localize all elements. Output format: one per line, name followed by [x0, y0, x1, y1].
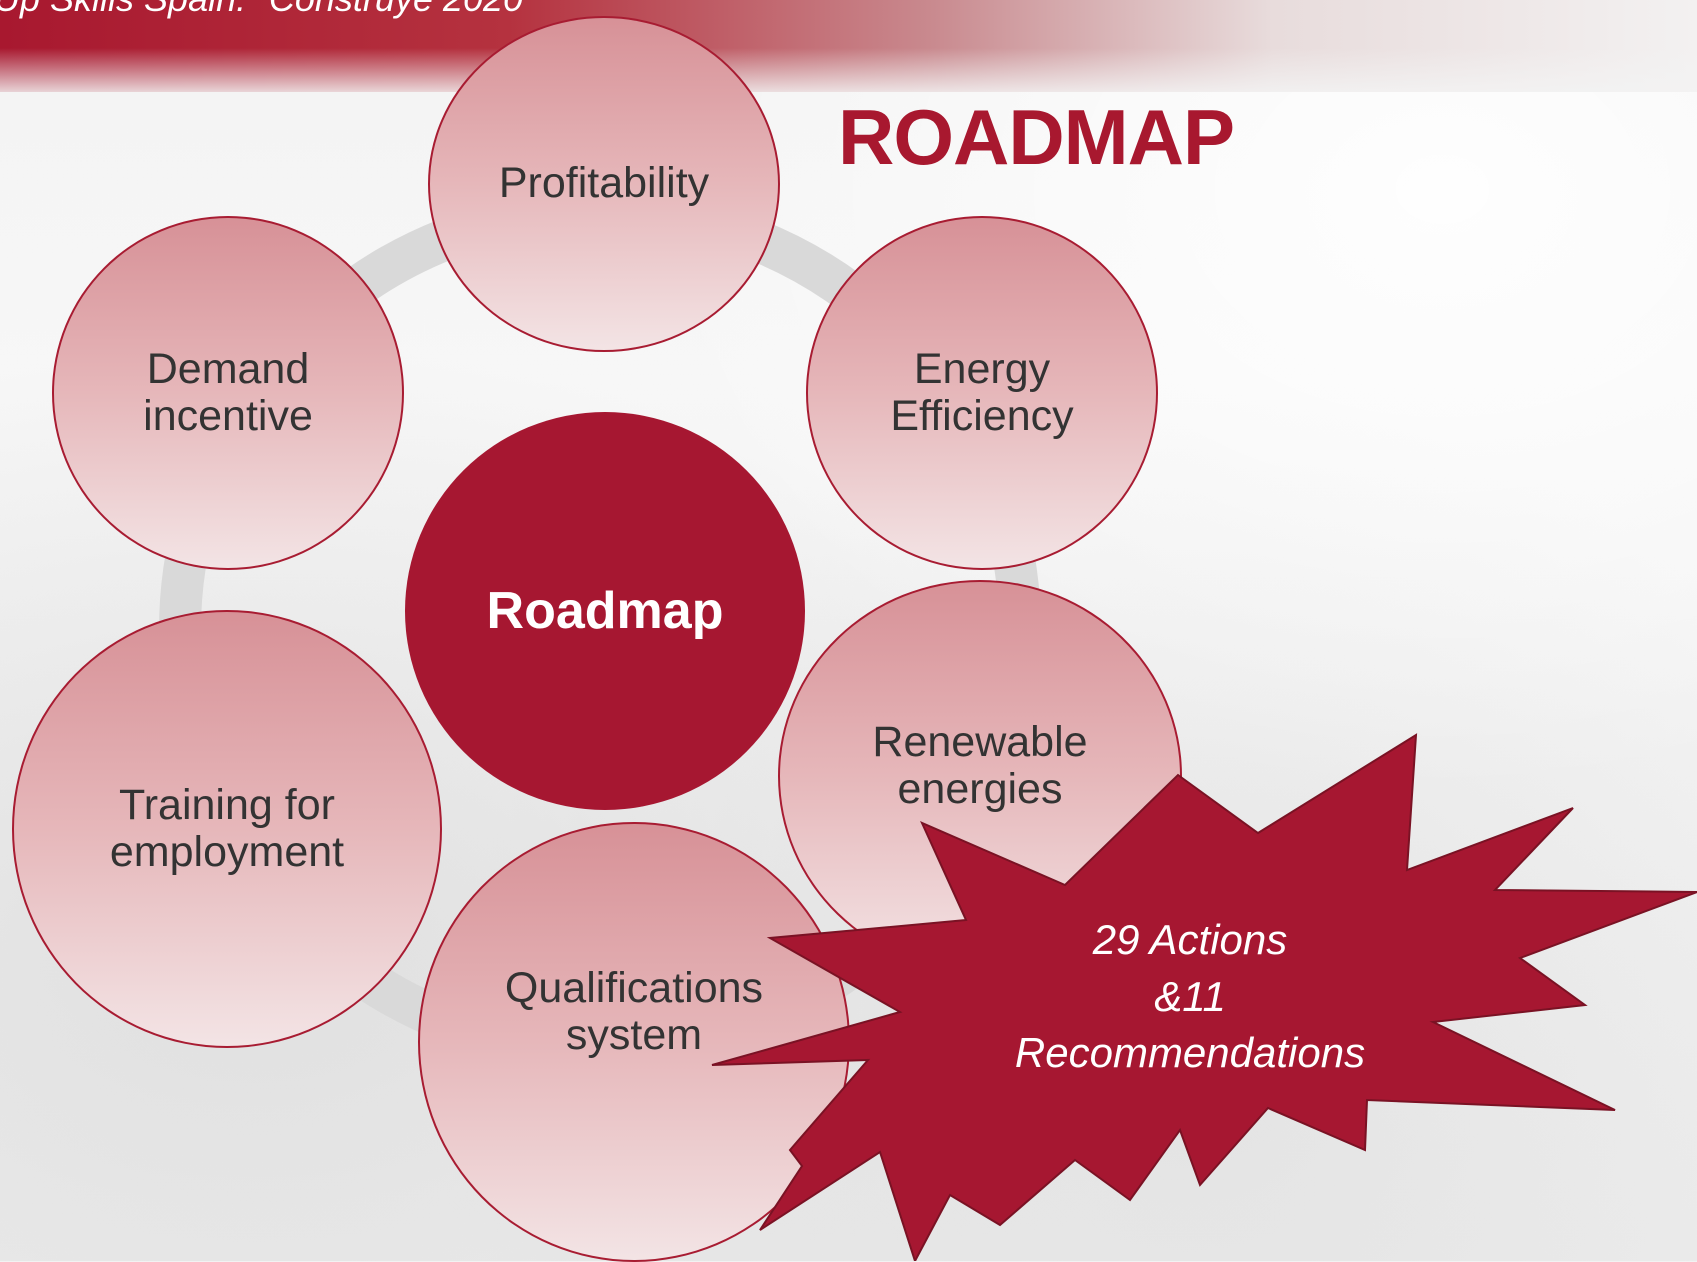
- node-label: Profitability: [498, 159, 710, 208]
- node-demand-incentive: Demand incentive: [52, 216, 404, 570]
- burst-line-actions: 29 Actions: [1092, 916, 1288, 963]
- page-title: ROADMAP: [838, 93, 1235, 181]
- burst-line-recommendations: Recommendations: [1014, 1029, 1366, 1077]
- node-training-for-employment: Training for employment: [12, 610, 442, 1048]
- node-label: Qualifications system: [504, 963, 764, 1059]
- burst-line-and: &11: [1154, 972, 1226, 1020]
- header-band: Up Skills Spain: "Construye 2020": [0, 0, 1697, 92]
- center-node: Roadmap: [405, 412, 805, 810]
- node-label: Renewable energies: [872, 717, 1088, 813]
- node-label: Demand incentive: [143, 344, 313, 440]
- header-text: Up Skills Spain: "Construye 2020": [0, 0, 536, 20]
- node-energy-efficiency: Energy Efficiency: [806, 216, 1158, 570]
- center-label: Roadmap: [486, 582, 724, 640]
- node-qualifications-system: Qualifications system: [418, 822, 850, 1262]
- node-label: Training for employment: [109, 780, 345, 876]
- node-label: Energy Efficiency: [890, 344, 1074, 440]
- burst-text: 29 Actions &11 Recommendations: [960, 912, 1420, 1082]
- node-profitability: Profitability: [428, 16, 780, 352]
